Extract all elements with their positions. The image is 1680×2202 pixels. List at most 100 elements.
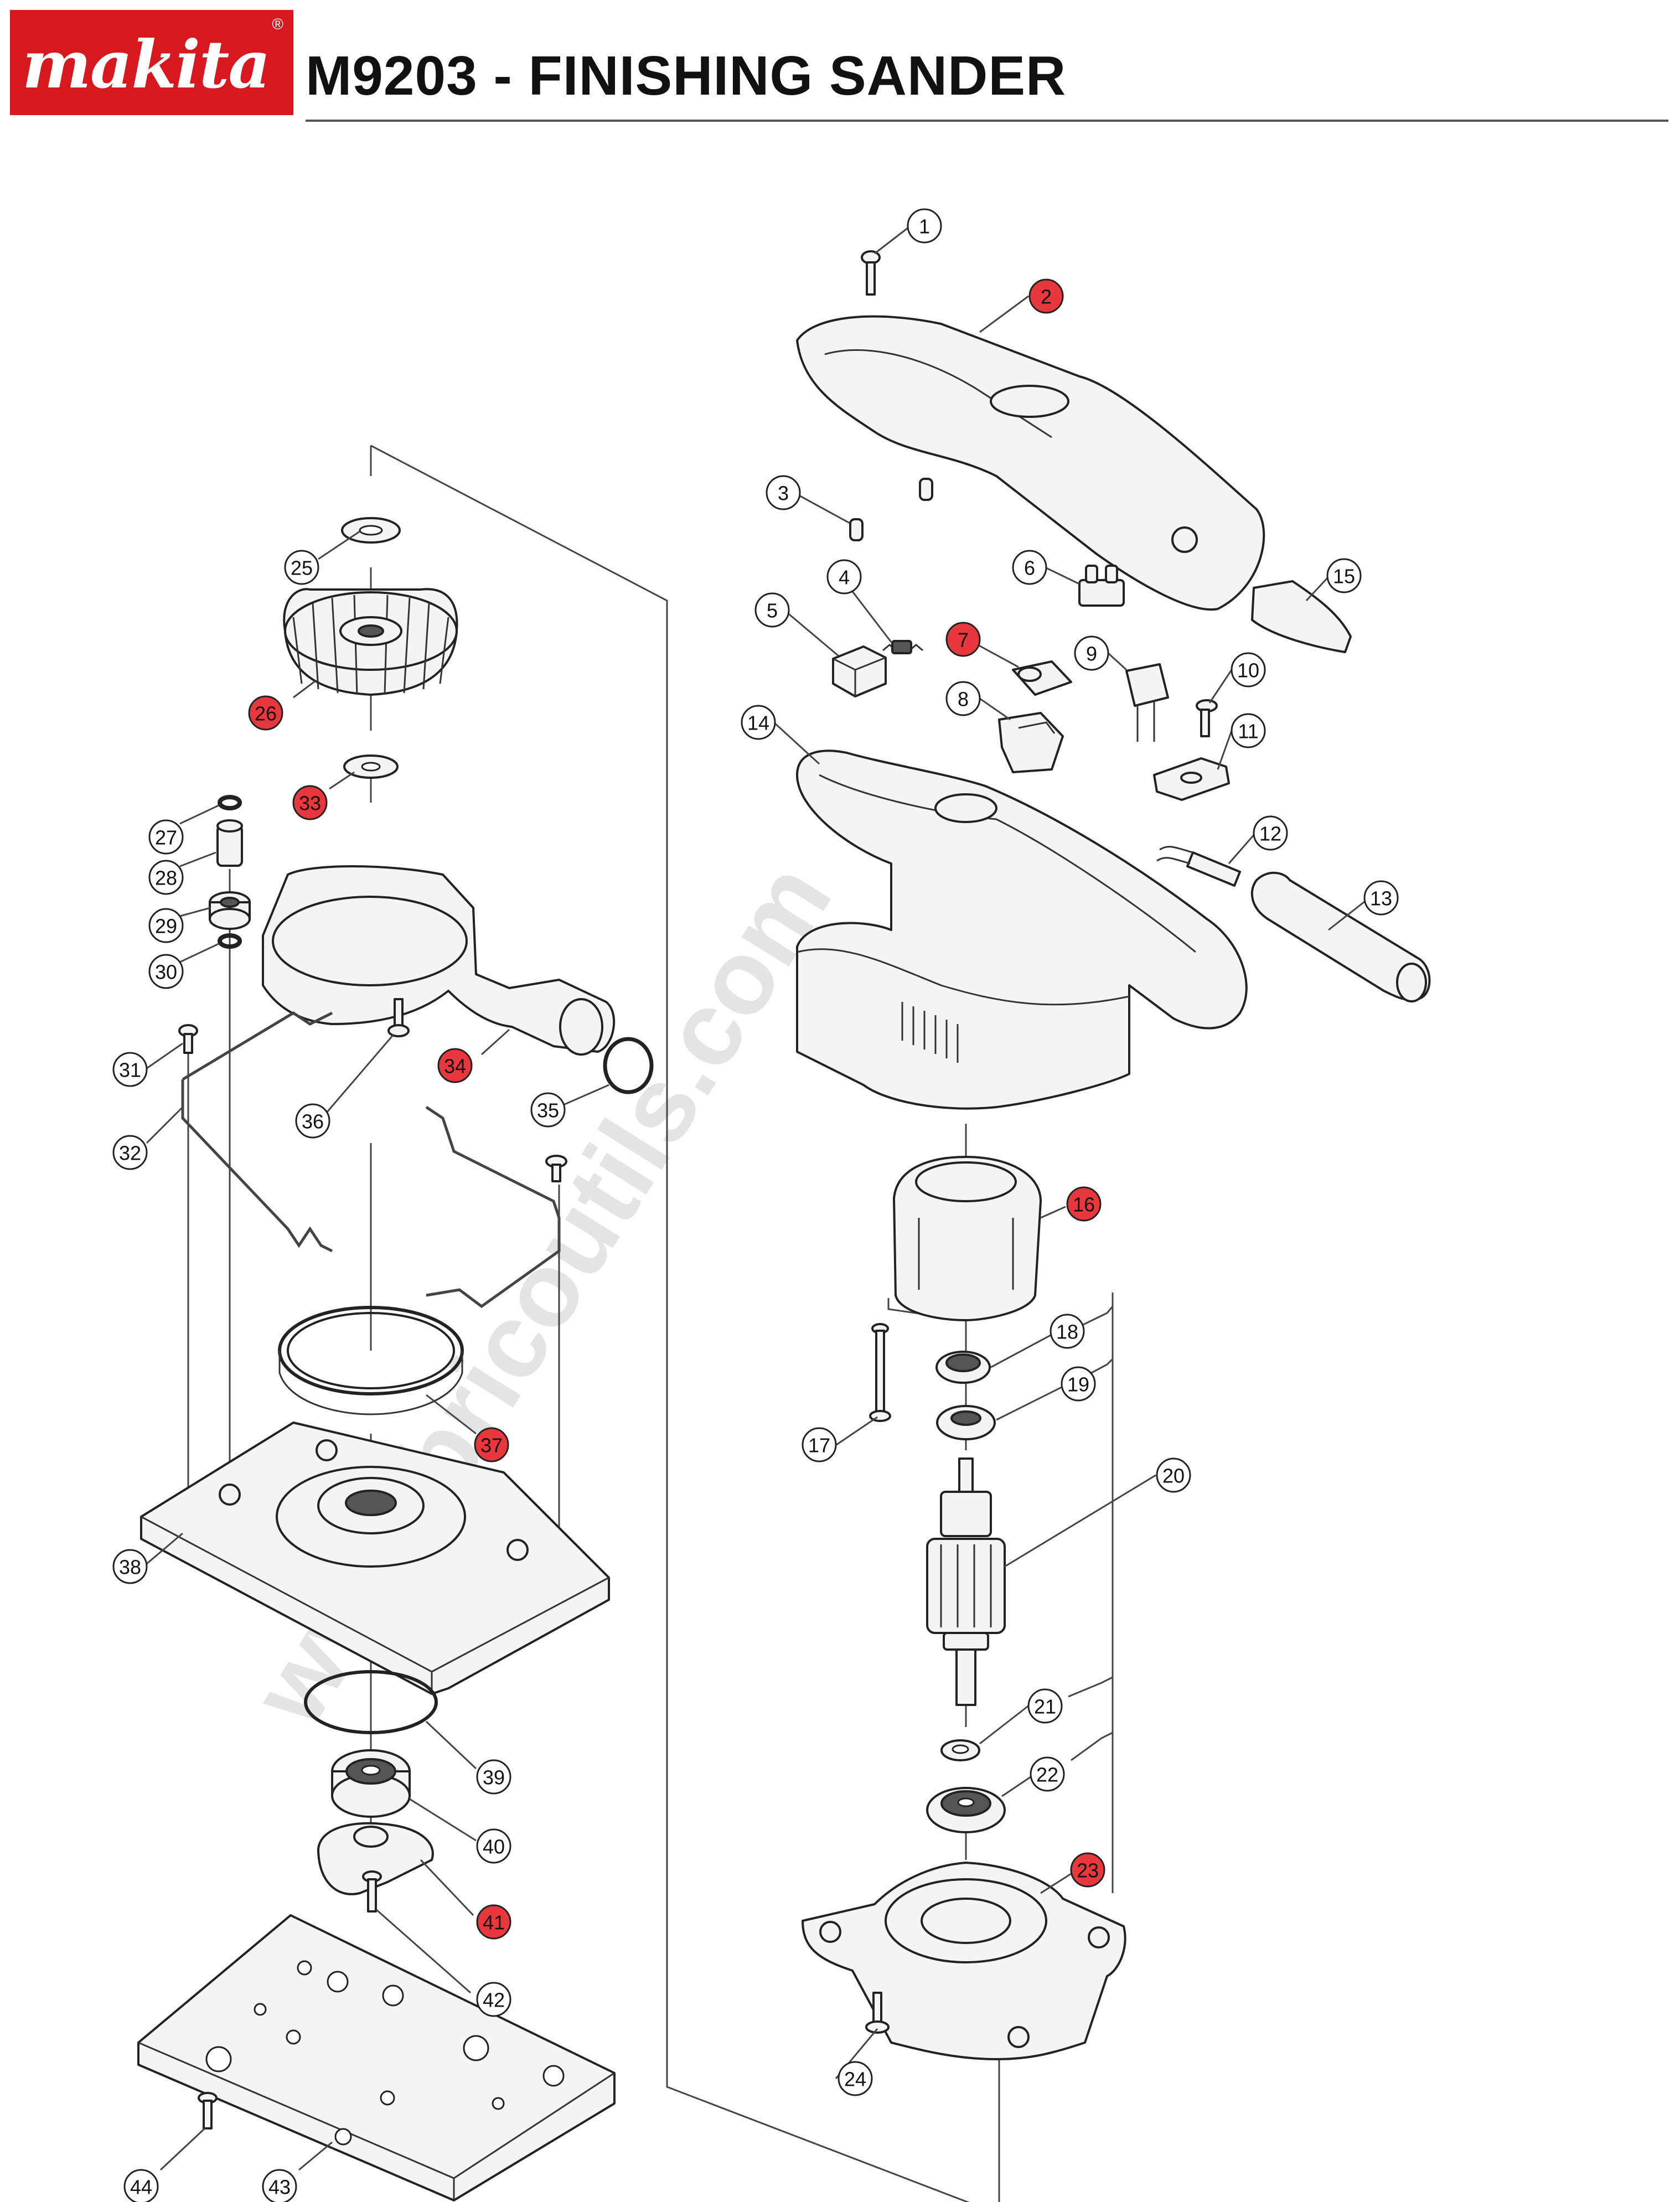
callout-number: 10 [1237, 659, 1259, 682]
callout-number: 33 [299, 792, 321, 815]
part-7-switch-knob [1012, 660, 1072, 696]
part-16-field [893, 1156, 1042, 1321]
callout-circle [476, 1904, 511, 1940]
callout-circle [530, 1092, 566, 1128]
callout-19: 19 [1061, 1366, 1096, 1402]
callout-27: 27 [148, 819, 184, 855]
page-title: M9203 - FINISHING SANDER [306, 45, 1067, 107]
part-43-pad [137, 1914, 616, 2201]
callout-number: 23 [1077, 1859, 1099, 1882]
callout-33: 33 [292, 785, 328, 820]
callout-number: 31 [119, 1059, 141, 1082]
callout-circle [476, 1828, 511, 1864]
callout-number: 40 [483, 1836, 505, 1858]
part-38-base [140, 1422, 610, 1695]
part-34-fan-housing [262, 865, 616, 1056]
callout-number: 6 [1024, 557, 1035, 580]
callout-17: 17 [802, 1427, 837, 1462]
callout-16: 16 [1066, 1186, 1102, 1222]
callout-number: 32 [119, 1142, 141, 1165]
part-13-cord-guard [1250, 871, 1431, 1002]
callout-number: 11 [1238, 720, 1258, 743]
callout-22: 22 [1030, 1756, 1065, 1792]
callout-number: 2 [1041, 286, 1052, 308]
callout-circle [476, 1982, 511, 2017]
callout-number: 22 [1036, 1764, 1058, 1786]
callout-number: 41 [483, 1911, 505, 1934]
callout-number: 36 [302, 1110, 324, 1133]
callout-circle [1012, 550, 1047, 585]
callout-25: 25 [284, 550, 319, 585]
callout-1: 1 [907, 208, 942, 244]
callout-number: 9 [1086, 643, 1097, 665]
part-10-screw [1196, 699, 1218, 737]
part-32-wire-clamp [181, 1011, 333, 1253]
part-31-screw [178, 1024, 198, 1054]
callout-circle [1027, 1688, 1063, 1724]
callout-circle [1253, 815, 1288, 851]
callout-circle [766, 475, 801, 510]
callout-number: 27 [155, 826, 177, 849]
callout-6: 6 [1012, 550, 1047, 585]
page-header: makita ® M9203 - FINISHING SANDER [0, 0, 1680, 127]
callout-43: 43 [262, 2169, 297, 2202]
part-19-washer [936, 1405, 996, 1440]
callout-number: 21 [1034, 1696, 1056, 1718]
callout-13: 13 [1363, 880, 1399, 916]
callout-number: 43 [268, 2176, 291, 2199]
callout-circle [1231, 652, 1266, 688]
callout-38: 38 [112, 1549, 148, 1584]
callout-number: 19 [1067, 1373, 1089, 1396]
callout-number: 7 [958, 629, 969, 652]
callout-circle [1156, 1457, 1191, 1493]
callout-number: 26 [255, 702, 277, 725]
callout-28: 28 [148, 860, 184, 895]
callout-35: 35 [530, 1092, 566, 1128]
callout-circle [838, 2061, 873, 2096]
part-29-collar [209, 891, 251, 930]
part-22-bearing [926, 1787, 1006, 1833]
part-26-fan [283, 588, 458, 696]
callout-15: 15 [1326, 558, 1362, 593]
callout-circle [754, 592, 790, 628]
part-28-roller [216, 819, 243, 867]
logo-wordmark: makita [22, 26, 271, 103]
callout-34: 34 [437, 1048, 473, 1083]
callout-circle [1066, 1186, 1102, 1222]
part-15-label-plate [1251, 580, 1352, 653]
callout-number: 29 [155, 915, 177, 938]
part-4-spring [882, 640, 923, 654]
part-1-screw [861, 250, 881, 296]
callout-circle [802, 1427, 837, 1462]
callout-circle [476, 1759, 511, 1795]
callout-2: 2 [1028, 278, 1064, 314]
callout-labels: 1234567891011121314151617181920212223242… [112, 208, 1399, 2202]
callout-number: 4 [839, 566, 850, 589]
callout-number: 18 [1056, 1321, 1078, 1343]
part-8-switch [998, 712, 1064, 773]
callout-26: 26 [248, 695, 283, 731]
callout-number: 12 [1259, 823, 1281, 845]
callout-number: 5 [767, 599, 778, 622]
part-5-block [832, 645, 887, 697]
callout-circle [292, 785, 328, 820]
callout-circle [1070, 1852, 1105, 1888]
part-27-o-ring [218, 795, 242, 810]
callout-circle [1050, 1314, 1085, 1349]
callout-circle [1231, 713, 1266, 748]
callout-circle [295, 1103, 330, 1139]
callout-32: 32 [112, 1135, 148, 1170]
callout-20: 20 [1156, 1457, 1191, 1493]
part-24-screw [865, 1992, 890, 2034]
callout-number: 25 [291, 557, 313, 580]
callout-number: 42 [483, 1989, 505, 2012]
callout-44: 44 [123, 2169, 159, 2202]
callout-23: 23 [1070, 1852, 1105, 1888]
callout-21: 21 [1027, 1688, 1063, 1724]
callout-36: 36 [295, 1103, 330, 1139]
callout-circle [148, 908, 184, 943]
callout-circle [945, 681, 981, 716]
callout-circle [148, 819, 184, 855]
callout-number: 30 [155, 961, 177, 984]
